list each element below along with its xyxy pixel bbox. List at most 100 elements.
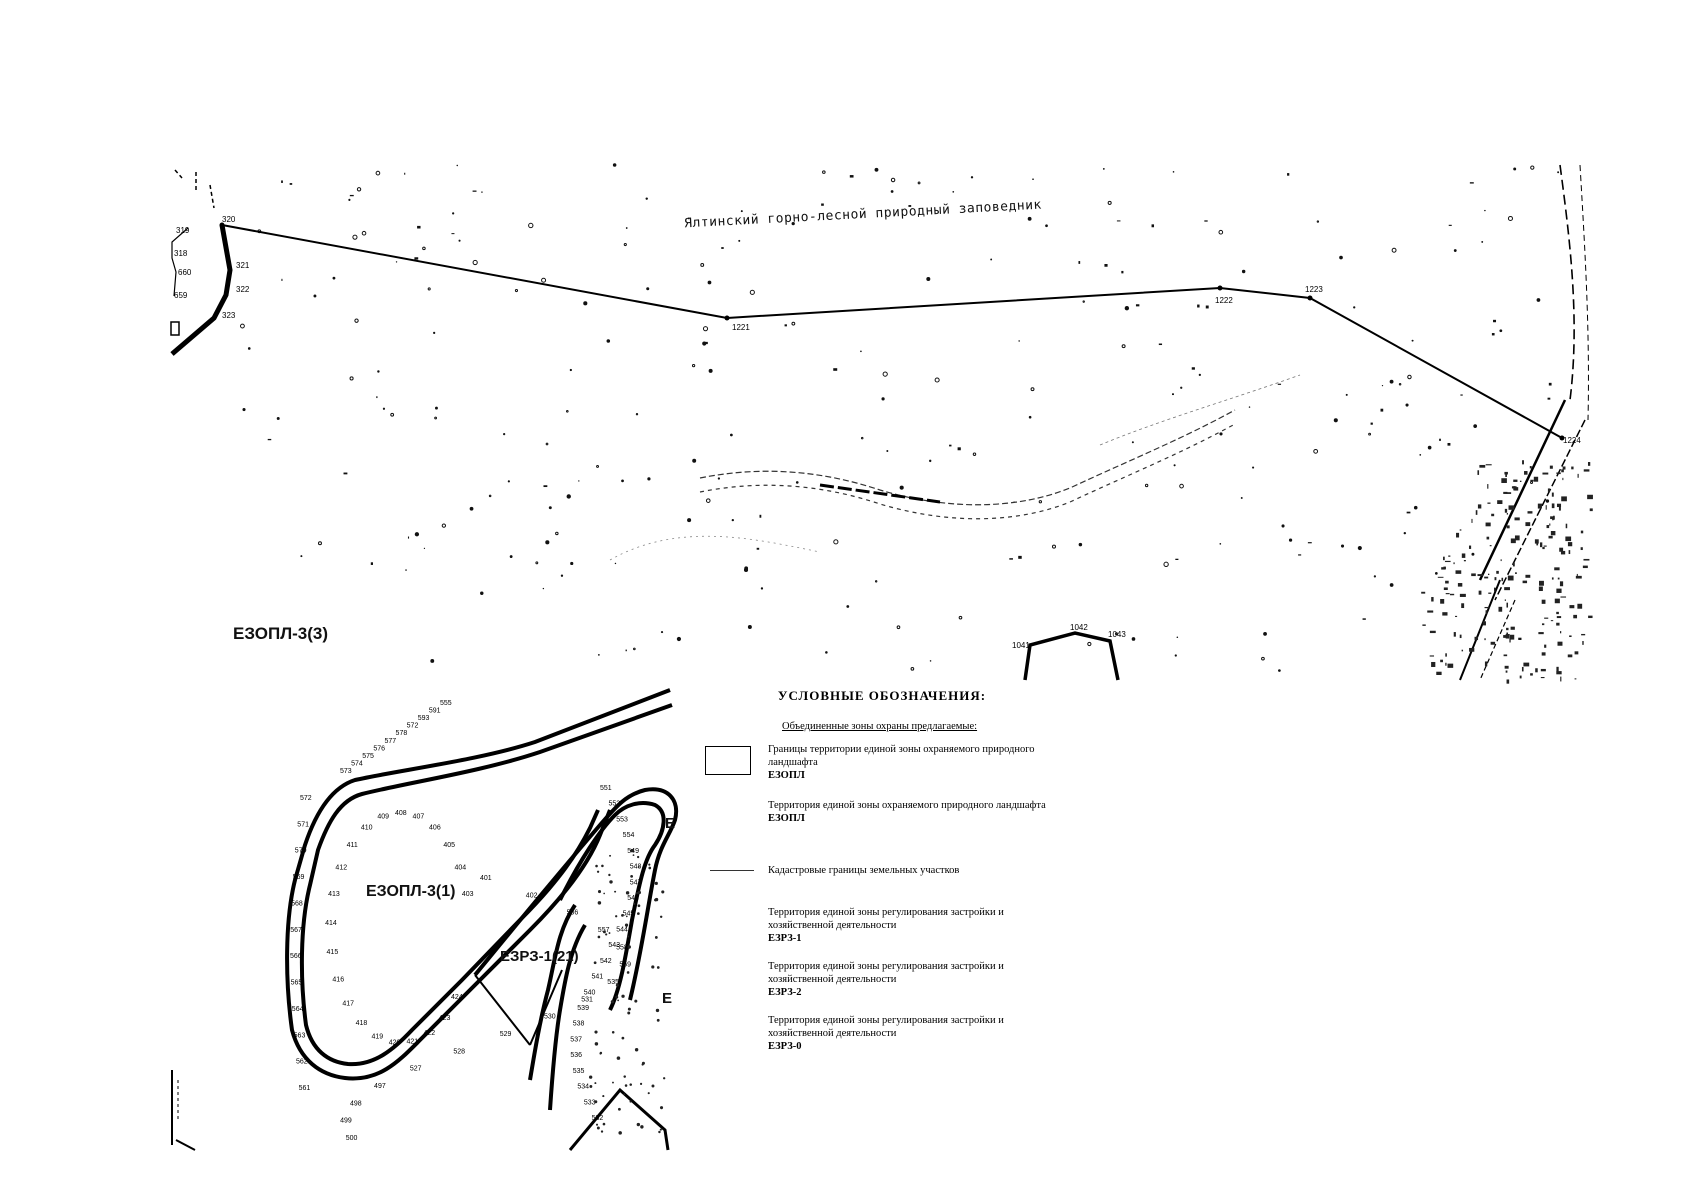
terrain-dot (1411, 339, 1414, 342)
inset-map (171, 688, 679, 1151)
inset-point-label: 418 (356, 1020, 368, 1027)
inset-point-label: 530 (544, 1014, 556, 1021)
hatch-dot (617, 1107, 621, 1111)
urban-mark (1494, 587, 1496, 592)
urban-mark (1582, 565, 1588, 569)
terrain-dot (1543, 545, 1547, 547)
hatch-dot (603, 892, 605, 895)
terrain-dot (1381, 384, 1384, 387)
terrain-dot (427, 287, 431, 291)
inset-point-label: 420 (389, 1040, 401, 1047)
terrain-dot (317, 541, 322, 546)
hatch-dot (648, 863, 651, 866)
urban-mark (1471, 573, 1476, 577)
terrain-dot (1370, 422, 1373, 425)
inset-point-label: 546 (627, 895, 639, 902)
terrain-dot (1391, 247, 1397, 253)
inset-point-label: 558 (616, 944, 628, 951)
hatch-dot (626, 971, 630, 974)
urban-mark (1509, 634, 1515, 640)
urban-mark (1484, 606, 1490, 609)
terrain-dot (1087, 641, 1092, 647)
inset-point-label: 414 (325, 920, 337, 927)
terrain-dot (1205, 305, 1209, 309)
terrain-dot (952, 190, 955, 193)
urban-mark (1485, 610, 1488, 614)
urban-mark (1429, 630, 1436, 634)
terrain-dot (507, 480, 510, 483)
terrain-dot (1121, 270, 1124, 274)
terrain-dot (382, 407, 386, 410)
hatch-dot (595, 1123, 599, 1126)
terrain-dots (240, 163, 1560, 672)
urban-mark (1474, 636, 1479, 641)
terrain-dot (1484, 209, 1486, 212)
urban-mark (1488, 592, 1492, 594)
inset-point-label: 404 (455, 864, 467, 871)
terrain-dot (356, 187, 362, 192)
terrain-dot (1051, 544, 1057, 549)
inset-point-label: 564 (292, 1006, 304, 1013)
urban-mark (1525, 574, 1531, 578)
hatch-dot (625, 915, 628, 918)
terrain-dot (1353, 306, 1356, 309)
hatch-dot (629, 1100, 632, 1103)
terrain-dot (407, 536, 410, 539)
urban-mark (1505, 670, 1508, 673)
terrain-dot (566, 494, 571, 499)
urban-mark (1501, 478, 1507, 483)
terrain-dot (700, 263, 705, 267)
terrain-dot (422, 246, 426, 251)
hatch-dot (612, 1081, 614, 1084)
bottom-point-label: 1041 (1012, 641, 1030, 650)
terrain-dot (1548, 382, 1552, 386)
terrain-dot (1277, 383, 1282, 385)
hatch-dot (636, 891, 639, 895)
urban-mark (1527, 511, 1533, 514)
hatch-dot (594, 1100, 598, 1104)
inset-point-label: 499 (340, 1118, 352, 1125)
terrain-dot (1368, 432, 1372, 436)
terrain-dot (1131, 637, 1136, 641)
terrain-dot (791, 321, 796, 326)
hatch-dot (588, 1075, 593, 1079)
urban-mark (1559, 581, 1564, 587)
terrain-dot (691, 364, 696, 368)
inset-point-label: 413 (328, 891, 340, 898)
legend-entry-ezrz-0: Территория единой зоны регулирования зас… (768, 1015, 1004, 1052)
terrain-dot (289, 183, 293, 185)
inset-point-label: 415 (327, 949, 339, 956)
terrain-dot (1135, 304, 1140, 307)
terrain-dot (707, 280, 712, 285)
legend-entry-cadastral: Кадастровые границы земельных участков (768, 865, 960, 876)
inset-point-label: 527 (410, 1066, 422, 1073)
hatch-dot (595, 864, 598, 868)
terrain-dot (929, 459, 932, 463)
terrain-dot (541, 277, 547, 283)
inset-point-label: 533 (584, 1099, 596, 1106)
urban-mark (1536, 543, 1539, 546)
terrain-dot (555, 531, 559, 536)
terrain-dot (452, 212, 455, 215)
inset-point-label: 540 (584, 989, 596, 996)
urban-mark (1556, 503, 1562, 508)
hatch-dot (634, 999, 638, 1003)
urban-mark (1549, 465, 1553, 469)
bottom-point-label: 1043 (1108, 630, 1126, 639)
inset-point-label: 538 (573, 1021, 585, 1028)
terrain-dot (404, 172, 406, 175)
terrain-dot (1104, 264, 1108, 267)
urban-mark (1525, 522, 1531, 527)
urban-mark (1445, 593, 1450, 595)
urban-mark (1422, 624, 1426, 626)
terrain-dot (1469, 182, 1474, 184)
terrain-dot (456, 164, 458, 167)
urban-mark (1580, 547, 1583, 551)
terrain-dot (1357, 545, 1362, 551)
urban-mark (1551, 577, 1554, 580)
hatch-dot (659, 1106, 664, 1110)
upper-map-sheet (170, 163, 1593, 684)
inset-point-label: 567 (290, 927, 302, 934)
urban-mark (1539, 580, 1544, 586)
terrain-dot (1197, 304, 1200, 308)
